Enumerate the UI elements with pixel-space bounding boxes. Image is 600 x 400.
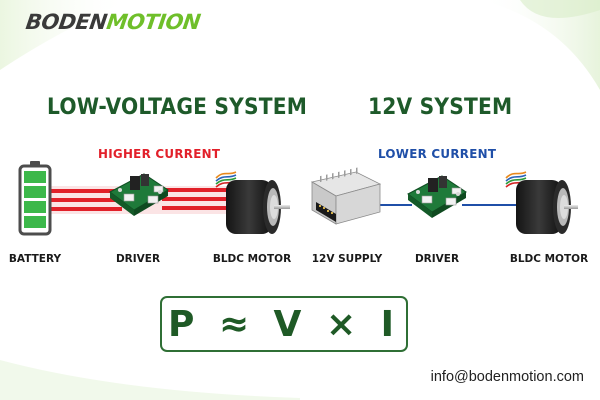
right-section-title: 12V SYSTEM bbox=[368, 95, 513, 120]
driver-board-icon bbox=[109, 173, 169, 216]
left-driver-label: DRIVER bbox=[115, 253, 161, 265]
bldc-motor-icon bbox=[505, 171, 578, 234]
power-formula: P ≈ V × I bbox=[160, 296, 408, 352]
background-swoosh-bottom bbox=[0, 360, 300, 400]
contact-email[interactable]: info@bodenmotion.com bbox=[430, 369, 584, 385]
brand-logo-part2: MOTION bbox=[105, 10, 202, 34]
right-driver-label: DRIVER bbox=[414, 253, 460, 265]
lower-current-label: LOWER CURRENT bbox=[378, 146, 497, 161]
bldc-motor-icon bbox=[215, 171, 290, 234]
right-motor-label: BLDC MOTOR bbox=[509, 253, 589, 265]
left-section-title: LOW-VOLTAGE SYSTEM bbox=[47, 95, 308, 120]
higher-current-label: HIGHER CURRENT bbox=[98, 146, 221, 161]
background-swoosh-top-right bbox=[480, 0, 600, 90]
brand-logo-part1: BODEN bbox=[24, 10, 109, 34]
driver-board-icon bbox=[407, 175, 467, 218]
battery-icon bbox=[18, 161, 52, 236]
supply-label: 12V SUPPLY bbox=[311, 253, 383, 265]
left-motor-label: BLDC MOTOR bbox=[212, 253, 292, 265]
brand-logo: BODENMOTION bbox=[24, 10, 201, 34]
background-swoosh-top-left bbox=[0, 0, 130, 70]
power-supply-icon bbox=[310, 167, 382, 225]
battery-label: BATTERY bbox=[8, 253, 62, 265]
